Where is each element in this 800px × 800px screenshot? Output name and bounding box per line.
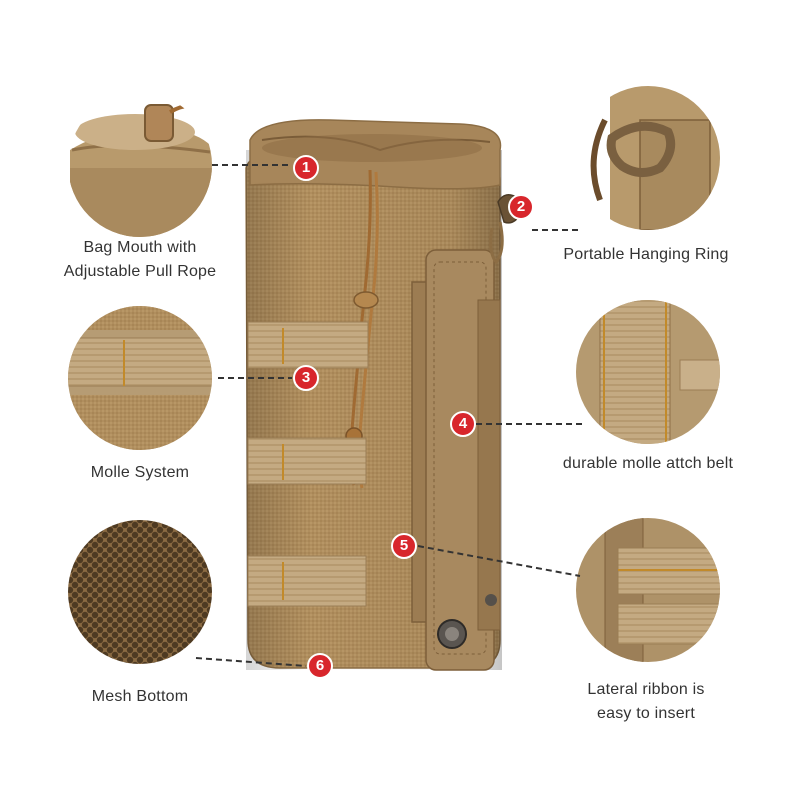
caption-line: Mesh Bottom [91,688,189,705]
marker-1-icon [293,155,319,181]
attach-belt-closeup-icon [576,300,720,444]
caption-line: Bag Mouth with [83,239,197,256]
marker-3-icon [293,365,319,391]
marker-5-icon [391,533,417,559]
marker-6-icon [307,653,333,679]
molle-webbing-closeup-icon [68,306,212,450]
tactical-water-bottle-pouch-icon [245,119,523,671]
marker-1-number: 1 [301,159,311,176]
number-markers [293,155,534,679]
caption-molle-system: Molle System [40,461,240,485]
marker-2-number: 2 [516,198,526,215]
hanging-ring-closeup-icon [576,86,720,230]
leader-lines [195,164,582,667]
marker-6-number: 6 [315,657,325,674]
caption-line: easy to insert [597,705,695,722]
caption-line: durable molle attch belt [562,455,734,472]
caption-line: Lateral ribbon is [587,681,705,698]
marker-3-number: 3 [301,369,311,386]
caption-mesh-bottom: Mesh Bottom [40,685,240,709]
marker-2-icon [508,194,534,220]
caption-lateral-ribbon: Lateral ribbon is easy to insert [546,678,746,726]
marker-4-icon [450,411,476,437]
marker-4-number: 4 [458,415,468,432]
caption-attach-belt: durable molle attch belt [536,452,760,476]
caption-line: Molle System [90,464,190,481]
leader-line-6 [195,657,307,667]
caption-line: Adjustable Pull Rope [63,263,217,280]
marker-5-number: 5 [399,537,409,554]
caption-bag-mouth: Bag Mouth with Adjustable Pull Rope [40,236,240,284]
leader-line-5 [417,545,581,577]
bag-mouth-closeup-icon [68,93,212,237]
caption-hanging-ring: Portable Hanging Ring [546,243,746,267]
mesh-bottom-closeup-icon [68,520,212,664]
caption-line: Portable Hanging Ring [563,246,729,263]
lateral-ribbon-closeup-icon [576,518,720,662]
